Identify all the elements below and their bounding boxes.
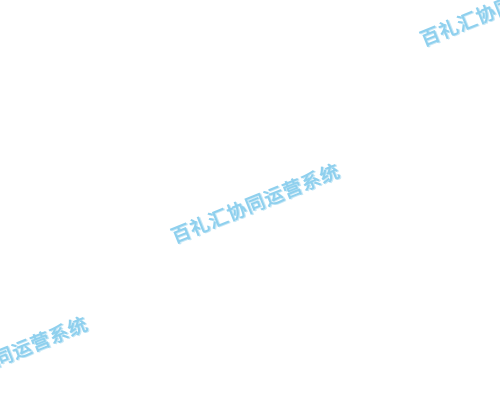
watermark-text-center: 百礼汇协同运营系统 bbox=[168, 160, 344, 249]
watermark-text-top-right: 百礼汇协同运营系统 bbox=[417, 0, 500, 52]
watermark-text-top-left: 百礼汇协同运营系统 bbox=[0, 0, 75, 27]
watermark-text-bottom-left: 百礼汇协同运营系统 bbox=[0, 313, 92, 400]
